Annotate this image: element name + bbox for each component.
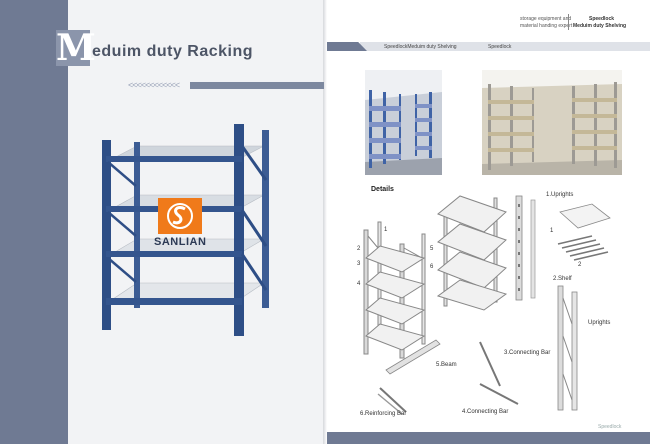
- header-tagline-2: material handing expert: [520, 23, 573, 29]
- nav-bar: [360, 42, 650, 51]
- chevron-decoration-icon: <<<<<<<<<<<<: [128, 80, 180, 90]
- header-subtitle: Meduim duty Shelving: [573, 23, 627, 29]
- header-tagline-1: storage equipment and: [520, 16, 572, 22]
- exploded-rack-drawing: [436, 195, 508, 311]
- nav-item-shelving[interactable]: SpeedlockMeduim duty Shelving: [384, 44, 457, 50]
- assembled-rack-drawing: [363, 221, 426, 359]
- title-initial: M: [56, 27, 96, 69]
- logo-text: SANLIAN: [154, 236, 207, 248]
- callout-2: 2: [357, 246, 361, 252]
- title-underline-bar: [190, 82, 324, 89]
- callout-shelf-1: 1: [550, 228, 554, 234]
- nav-tab-marker: [327, 42, 367, 51]
- blue-rack-image: [102, 124, 269, 336]
- sanlian-logo-icon: [158, 198, 202, 234]
- callout-1: 1: [384, 227, 388, 233]
- reinforcing-bar-drawing: [377, 387, 407, 415]
- upright-frame-drawing: [557, 285, 578, 411]
- part-label-reinforcing-bar: 6.Reinforcing Bar: [360, 411, 407, 417]
- warehouse-photo-blue: [365, 70, 442, 175]
- left-edge-band: [0, 0, 68, 444]
- upright-part-drawing: [515, 195, 523, 301]
- part-label-beam: 5.Beam: [436, 362, 457, 368]
- part-label-uprights-2: Uprights: [588, 320, 611, 326]
- callout-shelf-2: 2: [578, 262, 582, 268]
- footer-brand: Speedlock: [598, 424, 622, 430]
- callout-3: 3: [357, 261, 361, 267]
- shelf-panel-drawing: [557, 203, 611, 261]
- warehouse-photo-gray: [482, 70, 622, 175]
- bottom-strip: [327, 432, 650, 444]
- header-divider: [568, 14, 569, 30]
- beam-drawing: [385, 339, 441, 375]
- header-brand: Speedlock: [589, 16, 615, 22]
- part-label-connecting-bar-3: 3.Connecting Bar: [504, 350, 551, 356]
- callout-6: 6: [430, 264, 434, 270]
- callout-4: 4: [357, 281, 361, 287]
- part-label-connecting-bar-4: 4.Connecting Bar: [462, 409, 509, 415]
- nav-item-speedlock[interactable]: Speedlock: [488, 44, 512, 50]
- page-fold: [323, 0, 327, 444]
- part-label-shelf: 2.Shelf: [553, 276, 572, 282]
- connecting-bar-drawing: [479, 341, 519, 405]
- page-title: eduim duty Racking: [92, 43, 254, 60]
- details-heading: Details: [371, 186, 394, 193]
- upright-part-drawing-2: [530, 199, 536, 299]
- part-label-uprights-1: 1.Uprights: [546, 192, 574, 198]
- callout-5: 5: [430, 246, 434, 252]
